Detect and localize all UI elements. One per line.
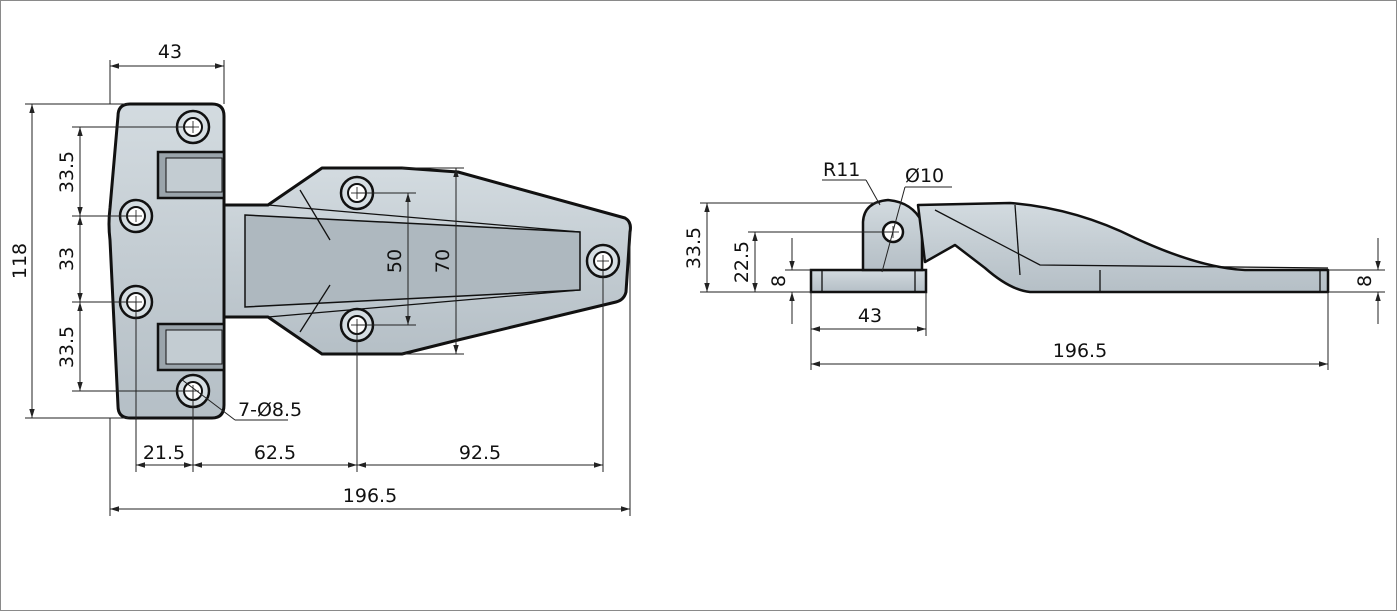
dim-radius: R11 [823,159,860,181]
dim-pin-height: 22.5 [731,241,753,283]
side-view-dimensions: R11 Ø10 33.5 22.5 8 8 [683,159,1385,370]
blade-rib-upper [299,189,331,241]
dim-pin-diameter: Ø10 [905,165,944,187]
dim-side-height: 33.5 [683,227,705,269]
dim-offset-b: 62.5 [254,442,296,464]
front-view: 43 118 33.5 33 33.5 50 70 [9,41,632,516]
dim-height-total: 118 [9,243,31,279]
dim-total-length: 196.5 [343,485,397,507]
dim-pitch-upper: 33.5 [56,151,78,193]
dim-inner-small: 50 [384,249,406,273]
arm-edge [934,209,1329,269]
dim-base-width: 43 [858,305,882,327]
blade-rib-lower [299,284,331,333]
blade-edge-lower [267,289,581,318]
dim-side-total-length: 196.5 [1053,340,1107,362]
dim-base-thickness-left: 8 [768,275,790,287]
dim-hole-callout: 7-Ø8.5 [238,399,302,421]
arm-rib [1014,204,1021,276]
dim-pitch-middle: 33 [56,247,78,271]
blade-channel [244,214,581,308]
dim-inner-large: 70 [432,249,454,273]
dim-width-top: 43 [158,41,182,63]
hinge-arm [916,201,1330,294]
base-plate [809,268,928,294]
side-view: R11 Ø10 33.5 22.5 8 8 [683,159,1385,370]
dim-offset-a: 21.5 [143,442,185,464]
front-view-dimensions: 43 118 33.5 33 33.5 50 70 [9,41,631,516]
dim-offset-c: 92.5 [459,442,501,464]
dim-base-thickness-right: 8 [1354,275,1376,287]
blade-edge-upper [267,204,581,233]
dim-pitch-lower: 33.5 [56,326,78,368]
mounting-holes [118,109,621,409]
